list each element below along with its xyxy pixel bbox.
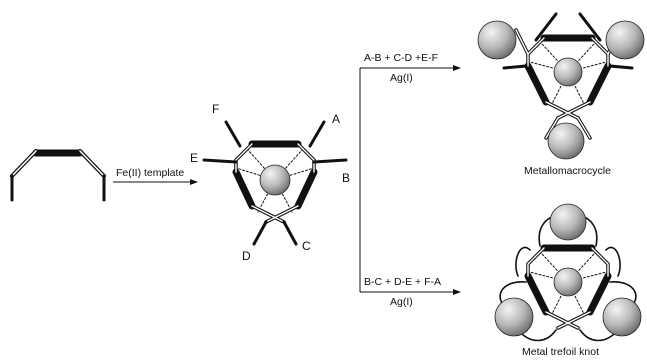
site-label-e: E — [190, 151, 199, 165]
fe-ion-sphere — [259, 164, 291, 196]
fe-complex — [202, 120, 348, 246]
upper-metal: Ag(I) — [390, 72, 413, 84]
ligand-strand — [10, 149, 106, 202]
knot-ag-sphere-top — [549, 203, 587, 241]
upper-reagents: A-B + C-D +E-F — [364, 52, 439, 64]
lower-metal: Ag(I) — [390, 296, 413, 308]
template-label: Fe(II) template — [116, 167, 185, 179]
macrocycle-fe-sphere — [553, 57, 583, 87]
macrocycle-ag-sphere-bottom — [547, 122, 585, 160]
product-label-macrocycle: Metallomacrocycle — [524, 165, 611, 177]
site-label-f: F — [212, 102, 220, 116]
site-label-a: A — [332, 112, 341, 126]
macrocycle-ag-sphere-right — [605, 20, 645, 60]
knot-fe-sphere — [553, 267, 583, 297]
knot-ag-sphere-left — [494, 297, 534, 337]
site-label-b: B — [342, 171, 351, 185]
site-label-d: D — [242, 249, 251, 263]
lower-reagents: B-C + D-E + F-A — [364, 276, 442, 288]
site-label-c: C — [302, 239, 311, 253]
branch-arrows — [359, 65, 461, 295]
knot-ag-sphere-right — [602, 297, 642, 337]
macrocycle-ag-sphere-left — [477, 20, 517, 60]
product-label-trefoil: Metal trefoil knot — [522, 346, 600, 358]
